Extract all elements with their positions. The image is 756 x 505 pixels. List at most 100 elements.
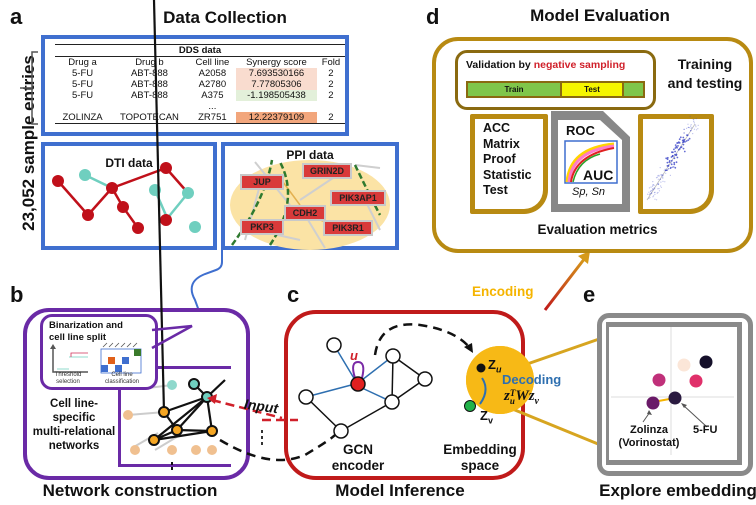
network-node-faded <box>207 445 217 455</box>
dds-cell: ZOLINZA <box>55 112 111 124</box>
gcn-node <box>385 348 401 364</box>
scatter-point <box>682 147 685 150</box>
threshold-label-line: selection <box>56 379 80 385</box>
dti-drug-node <box>106 182 118 194</box>
dds-cell: 5-FU <box>72 90 94 101</box>
scatter-point <box>662 177 664 179</box>
embedding-point <box>689 374 703 388</box>
binarization-title: Binarization and cell line split <box>49 320 123 344</box>
gcn-node <box>298 389 314 405</box>
network-node-drug <box>206 425 218 437</box>
dds-table-box: DDS data Drug a Drug b Cell line Synergy… <box>41 35 349 136</box>
a-to-b-connector <box>190 250 223 331</box>
scatter-point <box>656 199 658 201</box>
scatter-point <box>688 137 691 140</box>
scatter-point <box>656 192 658 194</box>
scatter-point <box>661 175 663 177</box>
scatter-point <box>652 184 654 186</box>
formula-sub: u <box>509 395 515 406</box>
dds-cell: A2780 <box>198 79 227 90</box>
scatter-point <box>660 185 662 187</box>
dti-drug-node <box>160 214 172 226</box>
classification-label: Cell line classification <box>97 372 147 386</box>
dds-cell: ZR751 <box>188 112 236 124</box>
scatter-point <box>697 128 699 130</box>
validation-box: Validation by negative sampling Train Te… <box>455 50 656 110</box>
dti-target-node <box>189 221 201 233</box>
panel-d-letter: d <box>426 4 440 29</box>
metric-item: Proof <box>483 152 516 166</box>
dds-table: DDS data Drug a Drug b Cell line Synergy… <box>55 44 345 124</box>
gcn-encoder-label: GCN encoder <box>330 442 386 474</box>
ppi-title: PPI data <box>286 148 334 162</box>
scatter-point <box>683 128 685 130</box>
scatter-point <box>692 133 694 135</box>
training-testing-label: Training and testing <box>660 55 750 93</box>
scatter-point <box>690 125 692 127</box>
network-node-drug <box>148 434 160 446</box>
validation-highlight: negative sampling <box>533 59 626 71</box>
scatter-point <box>682 143 685 146</box>
scatter-point <box>681 139 684 142</box>
roc-label: ROC <box>566 123 595 138</box>
evaluation-metrics-label: Evaluation metrics <box>537 222 658 237</box>
scatter-point <box>660 186 663 188</box>
dti-drug-node <box>132 222 144 234</box>
scatter-point <box>652 188 654 190</box>
network-node-drug <box>171 424 183 436</box>
scatter-point <box>650 193 652 195</box>
scatter-point <box>658 188 660 190</box>
scatter-point <box>666 158 669 161</box>
gene-node: PKP3 <box>240 219 284 235</box>
scatter-point <box>673 161 676 164</box>
scatter-point <box>669 174 672 176</box>
scatter-point <box>660 174 662 176</box>
scatter-point <box>653 189 655 191</box>
dds-score-cell: 12.22379109 <box>236 112 317 124</box>
scatter-point <box>677 148 680 151</box>
scatter-point <box>666 169 669 171</box>
gene-node: PIK3AP1 <box>330 190 386 206</box>
scatter-point <box>654 188 656 190</box>
scatter-point <box>648 191 650 193</box>
scatter-point <box>689 115 691 117</box>
dti-drug-node <box>160 162 172 174</box>
binarization-title-line: Binarization and <box>49 320 123 331</box>
scatter-point <box>667 165 670 167</box>
network-node-faded <box>130 445 140 455</box>
panel-a-letter: a <box>10 4 23 29</box>
scatter-point <box>649 190 652 192</box>
scatter-point <box>683 132 685 134</box>
scatter-point <box>655 177 658 179</box>
dds-cell: A2058 <box>198 68 227 79</box>
dds-col-header: Synergy score <box>246 57 307 68</box>
metrics-list: ACC Matrix Proof Statistic Test <box>483 121 532 199</box>
scatter-point <box>654 193 656 195</box>
scatter-point <box>658 174 660 176</box>
scatter-point <box>670 156 673 158</box>
train-test-bar: Train Test <box>466 81 645 98</box>
scatter-point <box>673 163 676 166</box>
scatter-point <box>674 153 676 156</box>
dds-score-cell: 7.77805306 <box>236 79 317 90</box>
binarization-title-line: cell line split <box>49 332 107 343</box>
scatter-point <box>673 148 675 151</box>
network-label-line: multi-relational <box>32 426 116 438</box>
scatter-point <box>674 150 676 153</box>
5fu-label: 5-FU <box>693 424 718 436</box>
scatter-point <box>683 138 686 141</box>
scatter-point <box>682 136 685 139</box>
scatter-point <box>678 138 681 141</box>
scatter-point <box>648 197 650 200</box>
dds-cell: 2 <box>316 112 345 124</box>
zolinza-label: Zolinza (Vorinostat) <box>614 424 684 450</box>
embedding-point <box>699 355 713 369</box>
scatter-point <box>674 147 677 149</box>
validation-prefix: Validation by <box>466 59 534 71</box>
scatter-point <box>656 176 658 178</box>
network-node-faded <box>191 445 201 455</box>
dti-target-node <box>182 187 194 199</box>
